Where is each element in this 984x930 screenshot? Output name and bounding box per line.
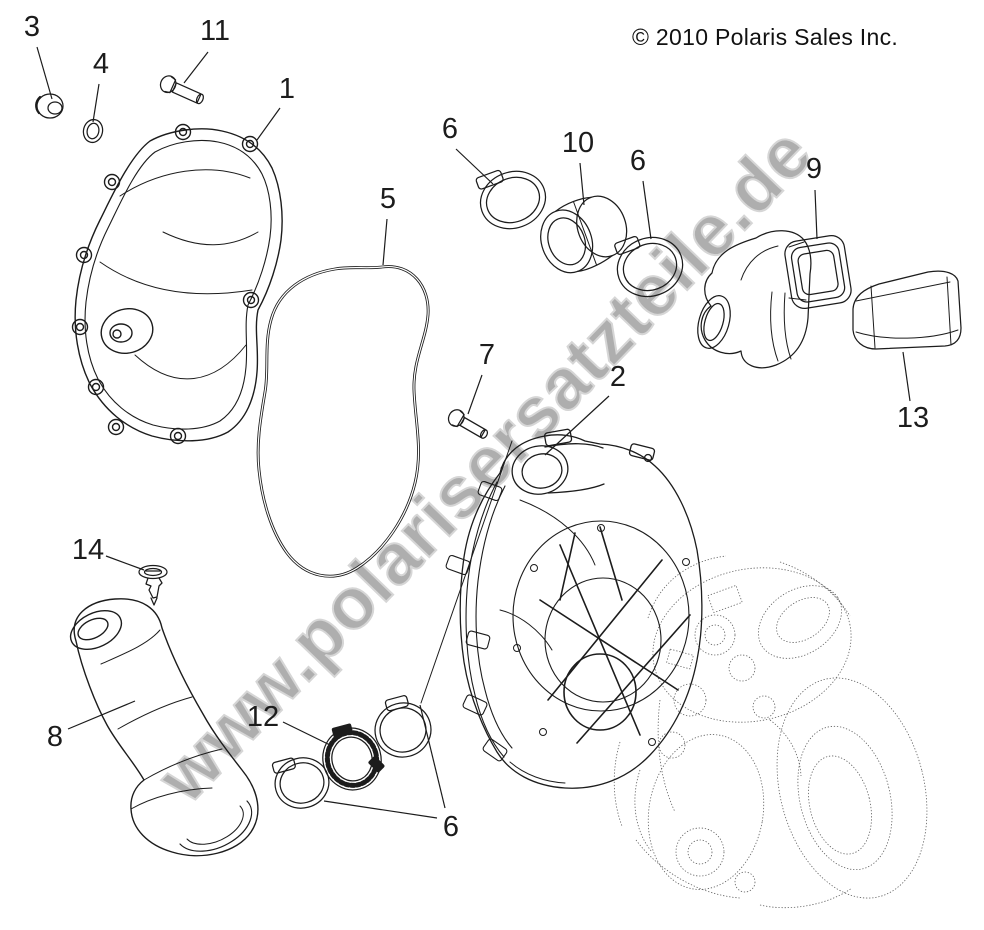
callout-label-2-10: 2 [610,361,626,393]
callout-label-7-9: 7 [479,339,495,371]
cover-flange-holes [513,524,690,746]
callout-leader-7 [467,374,483,415]
callout-leader-6 [323,800,438,819]
part-3-plug-drawing [35,93,64,119]
part-13-cap-drawing [852,270,962,350]
part-9-duct-elbow-drawing [697,230,852,369]
callout-leader-6 [419,704,446,809]
callout-label-12-14: 12 [247,701,279,733]
callout-label-11-2: 11 [200,15,230,47]
callout-leader-3 [36,46,53,100]
part-8-intake-duct-drawing [69,598,259,857]
callout-leader-13 [902,351,911,402]
part-10-coupler-drawing [540,195,628,274]
assembly-reference-line [420,440,513,704]
callout-leader-12 [282,721,331,746]
callout-label-5-8: 5 [380,183,396,215]
cover-bolt-tabs [71,123,260,445]
callout-leader-2 [544,395,610,456]
cover-gasket-rail [445,480,513,762]
callout-label-4-1: 4 [93,48,109,80]
callout-leader-10 [579,162,585,206]
callout-leader-4 [92,83,100,123]
part-14-rivet-drawing [138,564,168,606]
part-7-bolt-drawing [447,409,489,439]
callout-label-13-11: 13 [897,402,929,434]
callout-label-9-7: 9 [806,153,822,185]
callout-leader-14 [105,555,145,571]
part-6-clamp-drawing-top-left [475,169,547,230]
callout-leader-9 [814,189,818,240]
part-5-gasket-drawing [256,265,430,578]
callout-leader-6 [455,148,494,185]
part-11-bolt-drawing [159,75,204,105]
callout-label-6-6: 6 [630,145,646,177]
cover-web-ribs [539,526,691,744]
callout-leader-11 [183,51,209,84]
callout-label-1-3: 1 [279,73,295,105]
callout-label-6-4: 6 [442,113,458,145]
callout-leader-5 [382,218,388,266]
part-6-clamp-drawing-bottom-left [271,757,330,809]
callout-label-8-13: 8 [47,721,63,753]
callout-leader-1 [256,107,281,141]
part-4-oring-drawing [82,118,104,144]
callout-leader-8 [67,700,136,730]
part-1-outer-clutch-cover-drawing [71,123,283,445]
callout-leader-6 [642,180,652,240]
callout-label-6-15: 6 [443,811,459,843]
part-12-ribbed-ring-drawing [322,723,385,791]
callout-label-14-12: 14 [72,534,104,566]
engine-crankcase-reference-drawing [613,555,928,909]
callout-label-10-5: 10 [562,127,594,159]
part-2-inner-clutch-cover-drawing [445,428,703,789]
copyright-notice: © 2010 Polaris Sales Inc. [632,24,899,50]
callout-label-3-0: 3 [24,11,40,43]
part-6-clamp-drawing-top-right [614,235,684,298]
